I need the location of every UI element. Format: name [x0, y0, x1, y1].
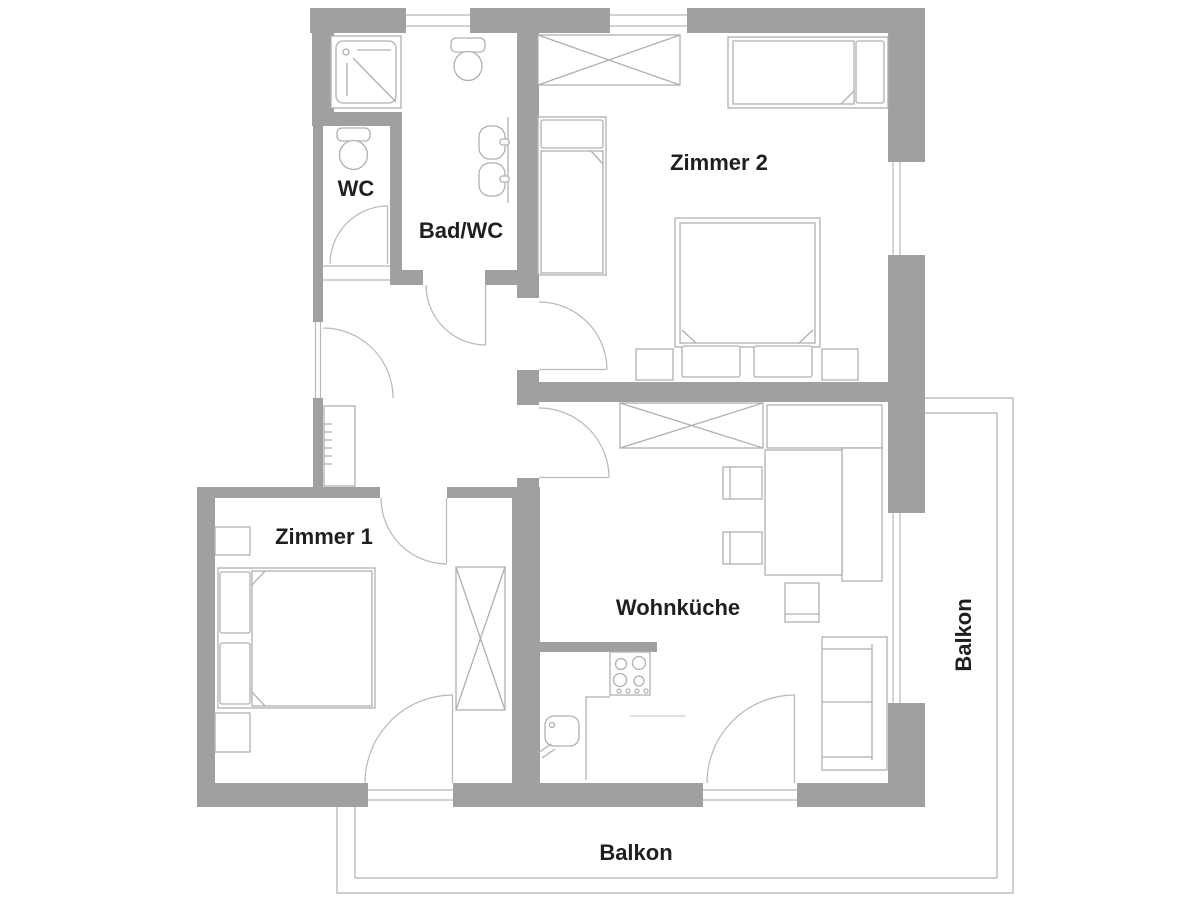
wall-segment: [888, 255, 925, 513]
balcony-inner-line: [354, 412, 998, 879]
door-wc: [329, 205, 389, 265]
label-zimmer1: Zimmer 1: [275, 524, 373, 549]
nightstand: [214, 526, 251, 556]
nightstand: [821, 348, 859, 381]
wall-segment: [470, 8, 610, 33]
wall-segment: [310, 8, 406, 33]
wall-segment: [447, 487, 512, 498]
window-top-zimmer2: [610, 14, 687, 27]
fixtures: [214, 34, 889, 780]
single-bed-zimmer2-north: [727, 36, 889, 109]
wall-segment: [453, 783, 703, 807]
door-zimmer1-balcony: [364, 694, 454, 784]
sideboard-wohnkueche: [619, 402, 764, 449]
chair: [722, 531, 763, 565]
wall-segment: [512, 487, 540, 783]
single-bed-zimmer2-west: [537, 116, 607, 276]
chair: [722, 466, 763, 500]
wall-segment: [313, 126, 323, 322]
label-badwc: Bad/WC: [419, 218, 503, 243]
wall-segment: [312, 33, 334, 112]
double-bed-zimmer2: [635, 217, 859, 381]
kitchen-sink-icon: [537, 715, 580, 759]
door-zimmer1: [380, 497, 448, 565]
balcony-door-zimmer1-threshold: [368, 789, 453, 801]
sofa: [821, 636, 888, 771]
wardrobe-zimmer2: [537, 34, 681, 86]
wall-segment: [797, 783, 888, 807]
wall-segment: [517, 33, 539, 298]
stool: [784, 582, 820, 623]
label-balkon-bottom: Balkon: [599, 840, 672, 865]
kitchen-counter-edge: [585, 696, 610, 780]
kitchen-counter-wall: [540, 642, 657, 652]
label-wohnkueche: Wohnküche: [616, 595, 740, 620]
walls: [197, 8, 925, 807]
wall-segment: [539, 382, 888, 402]
balcony-door-wohnkueche-threshold: [703, 789, 797, 801]
wall-segment: [197, 487, 215, 807]
wc-threshold: [323, 265, 390, 281]
shower-icon: [330, 35, 402, 109]
wall-segment: [312, 112, 402, 126]
wall-segment: [390, 126, 402, 285]
wall-segment: [888, 33, 925, 162]
doors: [322, 205, 796, 784]
wardrobe-zimmer1: [455, 566, 506, 711]
nightstand: [214, 712, 251, 753]
wall-segment: [517, 370, 539, 405]
window-top-badwc: [406, 14, 470, 27]
window-zimmer2-east: [892, 162, 901, 255]
label-wc: WC: [338, 176, 375, 201]
dining-table: [764, 449, 843, 576]
wall-segment: [197, 487, 380, 498]
room-labels: WC Bad/WC Zimmer 2 Zimmer 1 Wohnküche Ba…: [275, 150, 976, 865]
windows: [314, 14, 901, 801]
balcony-outer-line: [336, 397, 1014, 894]
wall-segment: [687, 8, 925, 33]
wall-segment: [888, 703, 925, 807]
balcony-door-east: [892, 513, 901, 703]
entrance-door-lines: [314, 322, 322, 398]
toilet-badwc-icon: [450, 37, 486, 82]
door-entrance: [322, 327, 394, 399]
double-bed-zimmer1: [214, 526, 376, 753]
balcony-outline: [336, 397, 1014, 894]
door-badwc: [425, 284, 487, 346]
door-wohnkueche-balcony: [706, 694, 796, 784]
wall-segment: [485, 270, 517, 285]
nightstand: [635, 348, 674, 381]
door-zimmer2: [538, 301, 608, 371]
wall-segment: [402, 270, 423, 285]
label-balkon-right: Balkon: [951, 598, 976, 671]
radiator-hallway: [323, 405, 356, 487]
wall-segment: [313, 398, 323, 487]
wall-segment: [197, 783, 368, 807]
stove-icon: [609, 651, 651, 696]
door-wohnkueche: [538, 407, 610, 479]
toilet-wc-icon: [336, 127, 371, 171]
label-zimmer2: Zimmer 2: [670, 150, 768, 175]
double-sink-icon: [478, 117, 510, 203]
